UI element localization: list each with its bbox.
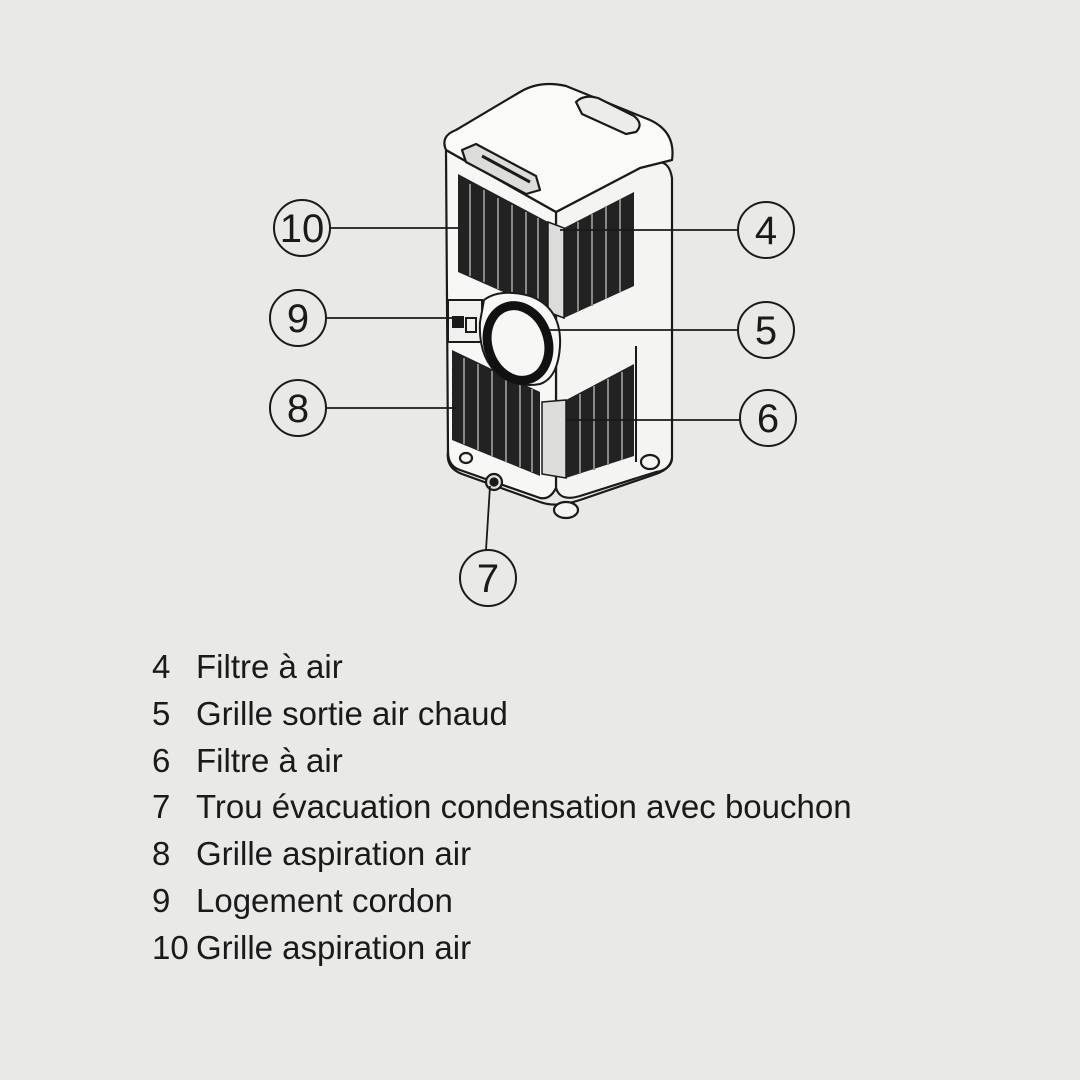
legend-label: Grille aspiration air	[196, 928, 472, 966]
callout-5: 5	[737, 301, 795, 359]
hot-air-outlet	[478, 291, 562, 386]
callout-6: 6	[739, 389, 797, 447]
legend-number: 10	[152, 928, 189, 966]
svg-text:7: 7	[477, 557, 499, 601]
svg-text:5: 5	[755, 309, 777, 353]
legend-number: 6	[152, 741, 171, 779]
lower-side-filter	[541, 346, 637, 479]
leader-lines	[326, 227, 740, 551]
legend-number: 4	[152, 648, 171, 685]
legend-item-9: 9 Logement cordon	[152, 878, 892, 925]
legend-label: Grille aspiration air	[196, 835, 472, 873]
legend-number: 7	[152, 788, 171, 826]
legend-item-7: 7 Trou évacuation condensation avec bouc…	[152, 784, 892, 831]
legend-item-4: 4 Filtre à air	[152, 644, 892, 691]
callout-7: 7	[459, 549, 517, 607]
svg-text:6: 6	[757, 397, 779, 441]
callout-9: 9	[269, 289, 327, 347]
legend-label: Filtre à air	[196, 741, 343, 779]
legend-label: Filtre à air	[196, 648, 343, 685]
legend-item-6: 6 Filtre à air	[152, 738, 892, 785]
legend-item-5: 5 Grille sortie air chaud	[152, 691, 892, 738]
upper-rear-grille	[458, 174, 548, 312]
svg-text:10: 10	[280, 207, 325, 251]
callout-8: 8	[269, 379, 327, 437]
legend-item-10: 10 Grille aspiration air	[152, 925, 892, 972]
svg-text:4: 4	[755, 209, 777, 253]
svg-text:9: 9	[287, 297, 309, 341]
air-conditioner-diagram: 10 4 9 5 8 6 7	[269, 82, 797, 607]
legend-number: 5	[152, 694, 171, 732]
legend-number: 8	[152, 835, 171, 873]
legend-number: 9	[152, 881, 171, 919]
callout-10: 10	[273, 199, 331, 257]
legend-label: Trou évacuation condensation avec boucho…	[196, 788, 852, 826]
svg-text:8: 8	[287, 387, 309, 431]
legend-label: Logement cordon	[196, 881, 453, 919]
legend-label: Grille sortie air chaud	[196, 694, 508, 732]
legend-item-8: 8 Grille aspiration air	[152, 831, 892, 878]
parts-legend: 4 Filtre à air 5 Grille sortie air chaud…	[152, 644, 892, 972]
callout-4: 4	[737, 201, 795, 259]
cord-storage	[447, 299, 483, 343]
upper-side-filter	[547, 192, 634, 320]
